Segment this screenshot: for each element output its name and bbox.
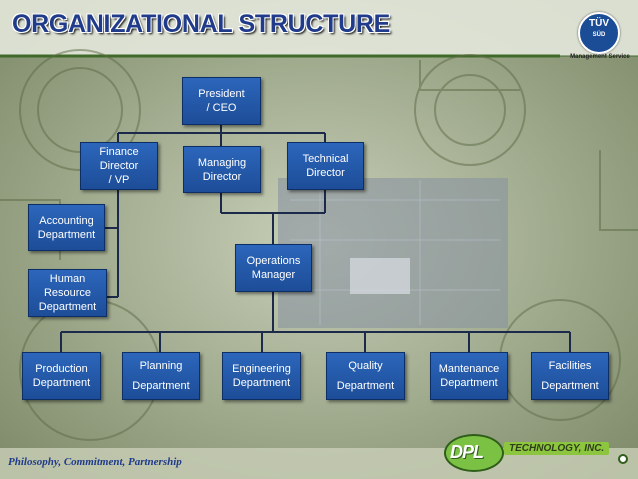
node-label: Director — [202, 170, 242, 183]
node-label: Planning — [139, 360, 183, 372]
tuv-top: TÜV — [589, 18, 609, 29]
node-accounting-department: Accounting Department — [28, 204, 105, 251]
node-label: Accounting — [39, 214, 94, 227]
node-label: Mantenance — [438, 363, 500, 375]
node-label: Resource — [43, 287, 92, 299]
dpl-logo-mark: DPL — [450, 442, 484, 462]
node-finance-director: Finance Director / VP — [80, 142, 158, 190]
node-label: Manager — [251, 269, 296, 281]
page-title: ORGANIZATIONAL STRUCTURE — [12, 10, 390, 38]
node-label: Department — [38, 301, 97, 313]
node-label: Department — [440, 377, 498, 389]
node-managing-director: Managing Director — [183, 146, 261, 193]
tuv-caption: Management Service — [570, 54, 630, 60]
dpl-logo-dot-icon — [618, 454, 628, 464]
node-engineering-department: Engineering Department — [222, 352, 301, 400]
node-label: / VP — [108, 174, 130, 186]
node-label: Department — [232, 377, 291, 389]
dpl-logo-icon — [444, 434, 504, 472]
node-operations-manager: Operations Manager — [235, 244, 312, 292]
node-label: Director — [306, 167, 345, 179]
connector-lines — [60, 125, 571, 352]
node-label: Department — [37, 228, 96, 241]
tuv-logo-icon — [578, 12, 620, 54]
node-label: Technical — [302, 153, 349, 165]
node-president: President / CEO — [182, 77, 261, 125]
node-label: Department — [32, 377, 91, 389]
node-label: Human — [49, 273, 86, 285]
node-label: Operations — [246, 255, 301, 267]
node-label: Finance Director — [99, 146, 139, 172]
node-planning-department: Planning Department — [122, 352, 200, 400]
node-facilities-department: Facilities Department — [531, 352, 609, 400]
node-label: / CEO — [206, 102, 237, 114]
node-label: Department — [541, 380, 599, 392]
node-production-department: Production Department — [22, 352, 101, 400]
node-label: Facilities — [548, 360, 592, 372]
node-label: Production — [35, 363, 88, 375]
tuv-badge: TÜV SÜD Management Service — [570, 12, 630, 62]
node-label: Department — [336, 380, 395, 392]
node-label: Quality — [348, 360, 383, 372]
node-label: Managing — [197, 156, 247, 169]
node-label: Department — [132, 380, 190, 392]
tuv-logo-text: TÜV SÜD — [578, 19, 620, 40]
node-label: Engineering — [232, 363, 291, 375]
node-hr-department: Human Resource Department — [28, 269, 107, 317]
dpl-logo-text: TECHNOLOGY, INC. — [504, 442, 610, 455]
node-quality-department: Quality Department — [326, 352, 405, 400]
dpl-logo: DPL TECHNOLOGY, INC. — [444, 432, 629, 472]
footer-tagline: Philosophy, Commitment, Partnership — [8, 456, 182, 468]
node-technical-director: Technical Director — [287, 142, 364, 190]
node-maintenance-department: Mantenance Department — [430, 352, 508, 400]
tuv-bottom: SÜD — [592, 32, 606, 38]
node-label: President — [198, 88, 245, 100]
